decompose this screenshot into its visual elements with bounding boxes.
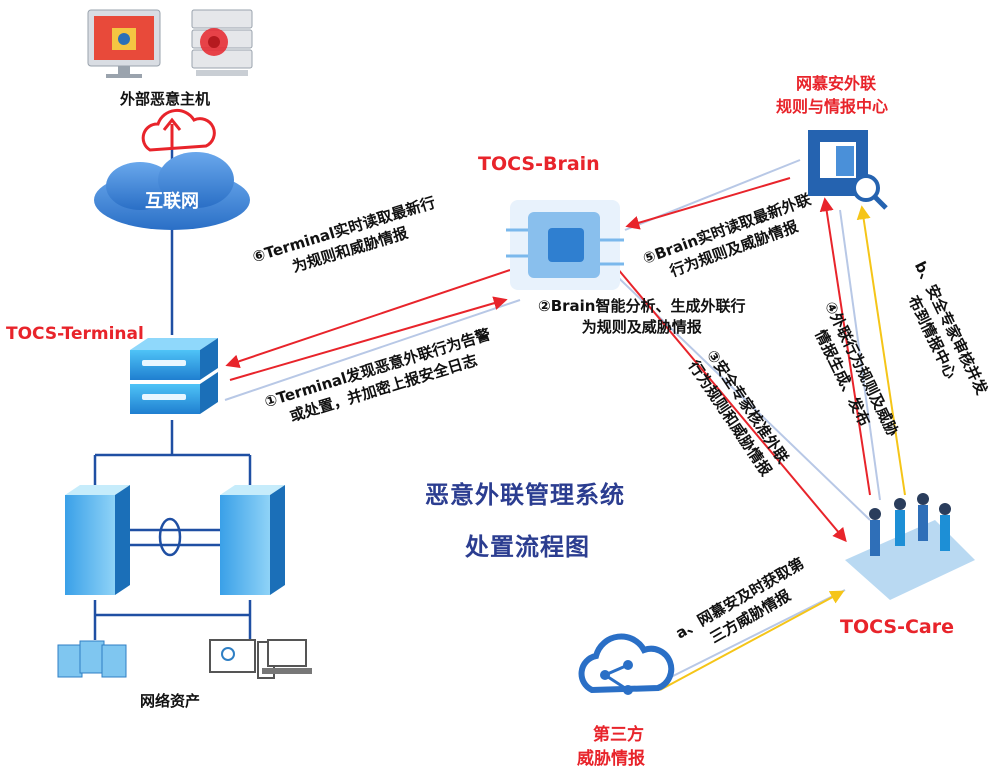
diagram-title-line-2: 处置流程图 xyxy=(465,533,590,561)
brain-chip-icon xyxy=(506,200,624,290)
terminal-device-icon xyxy=(130,338,218,414)
rules-center-label-2: 规则与情报中心 xyxy=(776,97,889,116)
intelligence-center-icon xyxy=(808,130,888,210)
third-care-pale-line xyxy=(664,589,846,681)
arrow-1-terminal-brain xyxy=(229,296,508,381)
third-party-label-2: 威胁情报 xyxy=(577,749,645,769)
cloud-upload-icon xyxy=(141,108,216,152)
third-party-label-1: 第三方 xyxy=(593,725,644,745)
asset-servers-icon xyxy=(57,640,127,678)
terminal-brain-pale-line xyxy=(224,299,521,401)
diagram-title-line-1: 恶意外联管理系统 xyxy=(425,481,625,509)
care-label: TOCS-Care xyxy=(840,616,954,638)
arrow-a-third-care xyxy=(659,590,845,691)
step-2-line-1: ②Brain智能分析、生成外联行 xyxy=(538,297,746,315)
network-assets-label: 网络资产 xyxy=(140,692,201,710)
arrow-b-care-center xyxy=(856,205,906,496)
malicious-server-icon xyxy=(191,9,253,76)
internet-cloud-icon xyxy=(94,152,250,230)
network-links xyxy=(93,453,252,640)
arrow-5-center-brain xyxy=(625,177,791,230)
arrow-6-brain-terminal xyxy=(225,269,511,369)
step-2-line-2: 为规则及威胁情报 xyxy=(581,318,702,336)
internet-label: 互联网 xyxy=(145,191,199,212)
arrow-4-care-center xyxy=(819,197,871,496)
malicious-host-label: 外部恶意主机 xyxy=(120,90,211,108)
care-team-icon xyxy=(845,493,975,600)
asset-workstation-icon xyxy=(209,639,312,679)
terminal-label: TOCS-Terminal xyxy=(6,324,144,344)
brain-label: TOCS-Brain xyxy=(478,153,600,175)
server-rack-right-icon xyxy=(220,485,285,595)
brain-care-pale-line xyxy=(599,259,871,521)
center-care-pale-line xyxy=(839,209,881,501)
third-party-cloud-icon xyxy=(578,633,675,695)
malicious-monitor-icon xyxy=(87,9,161,78)
step-2-label: ②Brain智能分析、生成外联行 为规则及威胁情报 xyxy=(538,296,745,338)
arrow-3-brain-care xyxy=(611,261,847,543)
rules-center-label-1: 网慕安外联 xyxy=(796,74,877,93)
server-rack-left-icon xyxy=(65,485,130,595)
